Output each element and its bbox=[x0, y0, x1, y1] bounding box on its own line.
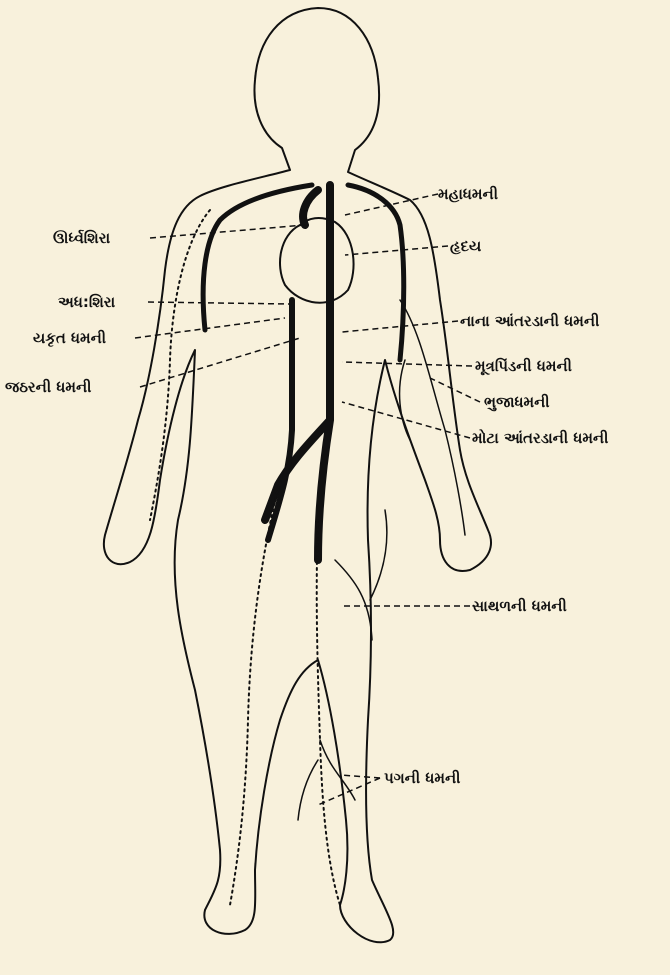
arm-artery-left bbox=[203, 185, 312, 330]
arm-artery-right bbox=[348, 185, 404, 360]
leader-ivc bbox=[148, 302, 290, 304]
body-outline bbox=[104, 8, 491, 942]
label-gastric-artery: જઠરની ધમની bbox=[5, 378, 91, 396]
label-large-intestine-artery: મોટા આંતરડાની ધમની bbox=[472, 429, 608, 447]
label-small-intestine-artery: નાના આંતરડાની ધમની bbox=[460, 312, 599, 330]
label-femoral-artery: સાથળની ધમની bbox=[472, 597, 567, 615]
heart-shape bbox=[280, 218, 354, 303]
label-inferior-vena-cava: અધ:શિરા bbox=[58, 293, 115, 311]
label-leg-artery: પગની ધમની bbox=[384, 769, 460, 787]
leader-brachial bbox=[430, 378, 480, 402]
leader-gastric bbox=[140, 338, 300, 387]
label-heart: હૃદય bbox=[450, 237, 481, 255]
label-aorta: મહાધમની bbox=[438, 185, 498, 203]
label-brachial-artery: ભુજાધમની bbox=[484, 393, 550, 411]
label-renal-artery: મૂત્રપિંડની ધમની bbox=[475, 357, 572, 375]
label-hepatic-artery: યકૃત ધમની bbox=[33, 329, 106, 347]
leader-leg-2 bbox=[318, 778, 380, 805]
vein-right bbox=[317, 520, 340, 905]
leader-renal bbox=[342, 362, 472, 366]
leader-leg-1 bbox=[340, 775, 380, 778]
label-superior-vena-cava: ઊર્ધ્વશિરા bbox=[53, 229, 110, 247]
